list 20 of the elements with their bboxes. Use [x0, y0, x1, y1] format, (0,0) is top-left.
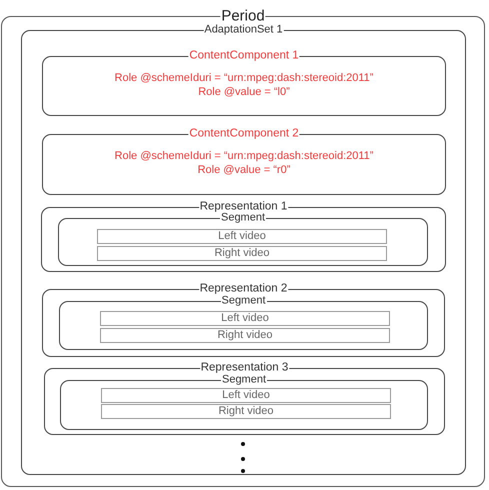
role-attribute-text: Role @value = “l0”: [198, 85, 290, 99]
frame-title: ContentComponent 1: [188, 50, 300, 62]
role-attribute-text: Role @schemeIduri = “urn:mpeg:dash:stereoid:2011”: [114, 149, 374, 163]
video-track-bar: Right video: [101, 404, 391, 419]
role-attribute-text: Role @value = “r0”: [198, 163, 290, 177]
role-attribute-text: Role @schemeIduri = “urn:mpeg:dash:stereoid:2011”: [114, 71, 374, 85]
frame-title: ContentComponent 2: [188, 128, 300, 140]
frame-title: Segment: [220, 374, 268, 386]
video-track-bar: Right video: [100, 328, 390, 343]
video-track-bar: Left video: [100, 311, 390, 326]
frame-title: Period: [220, 8, 266, 24]
video-track-bar: Left video: [101, 388, 391, 403]
frame-title: Representation 1: [198, 201, 288, 213]
frame-title: Segment: [220, 212, 266, 224]
video-track-bar: Left video: [97, 229, 387, 244]
frame-title: Representation 2: [198, 283, 288, 295]
video-track-bar: Right video: [97, 246, 387, 261]
frame-title: Segment: [220, 296, 267, 306]
frame-title: Representation 3: [200, 362, 290, 374]
frame-title: AdaptationSet 1: [203, 24, 284, 36]
